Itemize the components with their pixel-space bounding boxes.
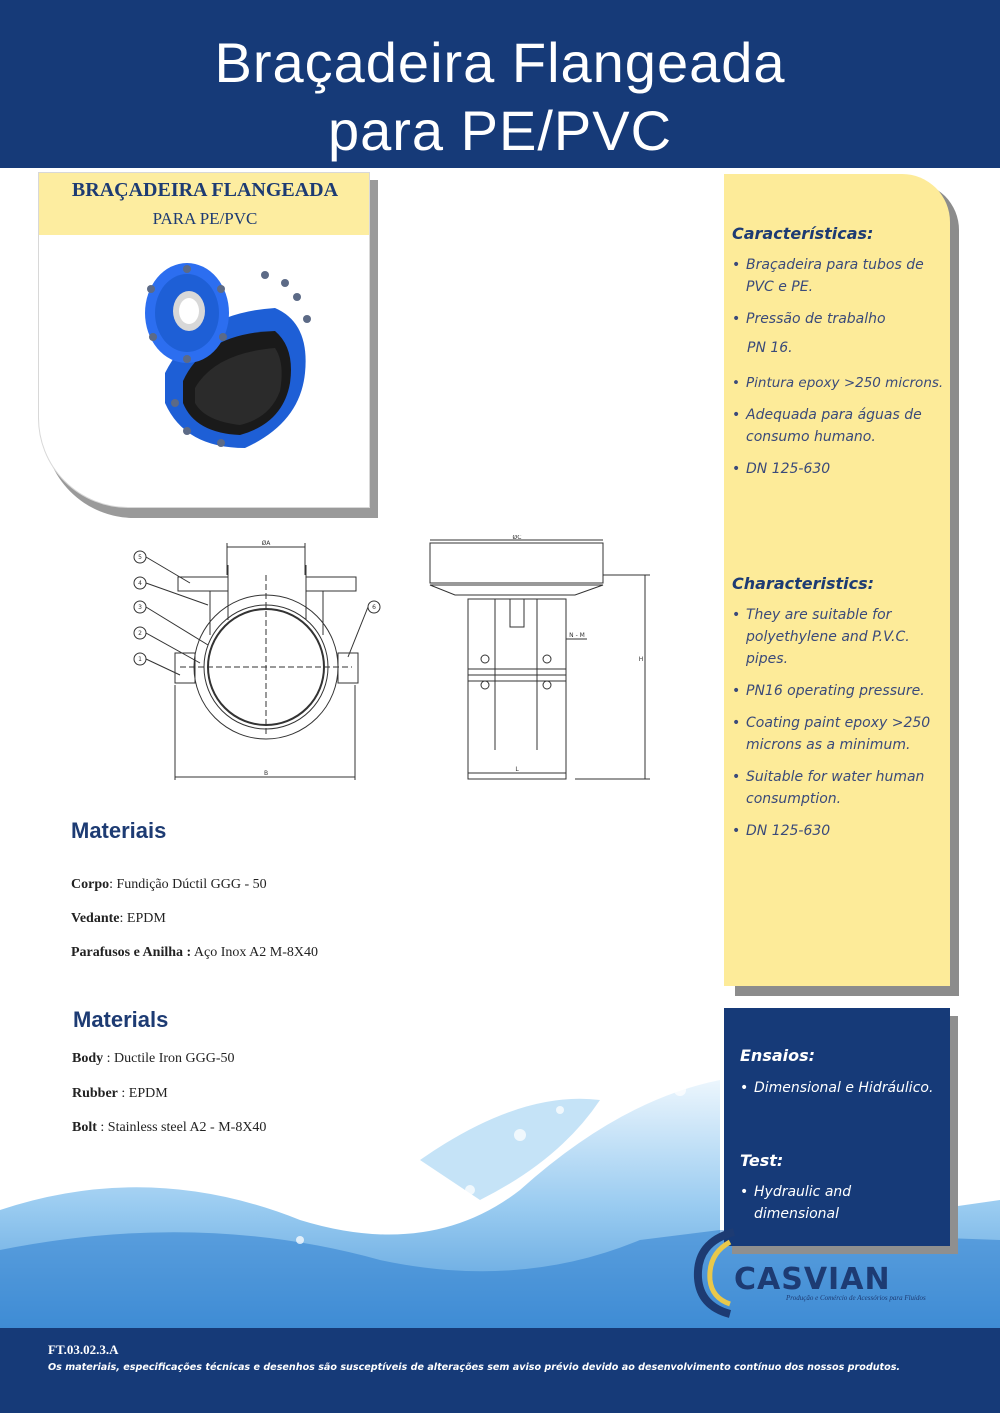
page-title-line1: Braçadeira Flangeada <box>214 31 786 94</box>
caracteristicas-list-cont: Pintura epoxy >250 microns. Adequada par… <box>732 372 952 490</box>
materiais-item-body: Corpo: Fundição Dúctil GGG - 50 <box>71 877 267 892</box>
ensaios-list: Dimensional e Hidráulico. <box>740 1077 950 1099</box>
test-title: Test: <box>740 1151 784 1170</box>
product-card-subtitle: PARA PE/PVC <box>152 209 258 228</box>
list-item: Braçadeira para tubos de PVC e PE. <box>732 254 952 298</box>
dim-label-thread: N - M <box>569 632 585 639</box>
water-splash-image <box>0 1067 1000 1330</box>
callout-5: 5 <box>138 554 142 561</box>
callout-3: 3 <box>138 604 142 611</box>
callout-1: 1 <box>138 656 142 663</box>
casvian-logo-mark <box>693 1228 736 1318</box>
footer-disclaimer: Os materiais, especificações técnicas e … <box>48 1362 901 1373</box>
dim-label-l: L <box>515 766 519 773</box>
characteristics-list: They are suitable for polyethylene and P… <box>732 604 952 852</box>
page-title-line2: para PE/PVC <box>327 99 673 162</box>
page-footer: FT.03.02.3.A Os materiais, especificaçõe… <box>0 1328 1000 1413</box>
list-item: Hydraulic and dimensional <box>740 1181 890 1225</box>
callout-2: 2 <box>138 630 142 637</box>
product-card-title: BRAÇADEIRA FLANGEADA <box>71 179 339 201</box>
materials-item-rubber: Rubber : EPDM <box>72 1086 168 1101</box>
materiais-item-seal: Vedante: EPDM <box>71 911 166 926</box>
dim-label-b: B <box>264 770 268 777</box>
materials-item-bolt: Bolt : Stainless steel A2 - M-8X40 <box>72 1120 267 1135</box>
pressure-value: PN 16. <box>747 340 793 356</box>
characteristics-title: Characteristics: <box>732 574 875 593</box>
caracteristicas-list: Braçadeira para tubos de PVC e PE. Press… <box>732 254 952 330</box>
product-image <box>145 263 311 448</box>
list-item: Pressão de trabalho <box>732 308 952 330</box>
list-item: DN 125-630 <box>732 458 952 480</box>
product-card: BRAÇADEIRA FLANGEADA PARA PE/PVC <box>38 172 370 508</box>
list-item: They are suitable for polyethylene and P… <box>732 604 952 670</box>
materiais-item-bolts: Parafusos e Anilha : Aço Inox A2 M-8X40 <box>71 945 318 960</box>
caracteristicas-title: Características: <box>732 224 874 243</box>
materiais-title: Materiais <box>71 818 167 843</box>
test-list: Hydraulic and dimensional <box>740 1181 890 1225</box>
side-view-drawing: ØC L H N - M <box>429 535 650 780</box>
list-item: Pintura epoxy >250 microns. <box>732 372 952 394</box>
callout-6: 6 <box>372 604 376 611</box>
product-card-title-band: BRAÇADEIRA FLANGEADA PARA PE/PVC <box>39 173 369 235</box>
page-header: Braçadeira Flangeada para PE/PVC <box>0 0 1000 168</box>
logo-tagline: Produção e Comércio de Acessórios para F… <box>786 1294 926 1302</box>
logo-name: CASVIAN <box>734 1262 891 1297</box>
materials-title: Materials <box>73 1007 169 1032</box>
list-item: PN16 operating pressure. <box>732 680 952 702</box>
list-item: Dimensional e Hidráulico. <box>740 1077 950 1099</box>
callout-4: 4 <box>138 580 142 587</box>
dim-label-c: ØC <box>513 535 522 541</box>
list-item: Adequada para águas de consumo humano. <box>732 404 952 448</box>
list-item: Suitable for water human consumption. <box>732 766 952 810</box>
dim-label-h: H <box>639 656 644 663</box>
dim-label-a: ØA <box>262 540 272 547</box>
document-code: FT.03.02.3.A <box>48 1342 119 1357</box>
list-item: DN 125-630 <box>732 820 952 842</box>
materials-item-body: Body : Ductile Iron GGG-50 <box>72 1051 235 1066</box>
list-item: Coating paint epoxy >250 microns as a mi… <box>732 712 952 756</box>
ensaios-title: Ensaios: <box>740 1046 816 1065</box>
front-view-drawing: 5 4 3 2 1 6 ØA B <box>133 540 381 780</box>
